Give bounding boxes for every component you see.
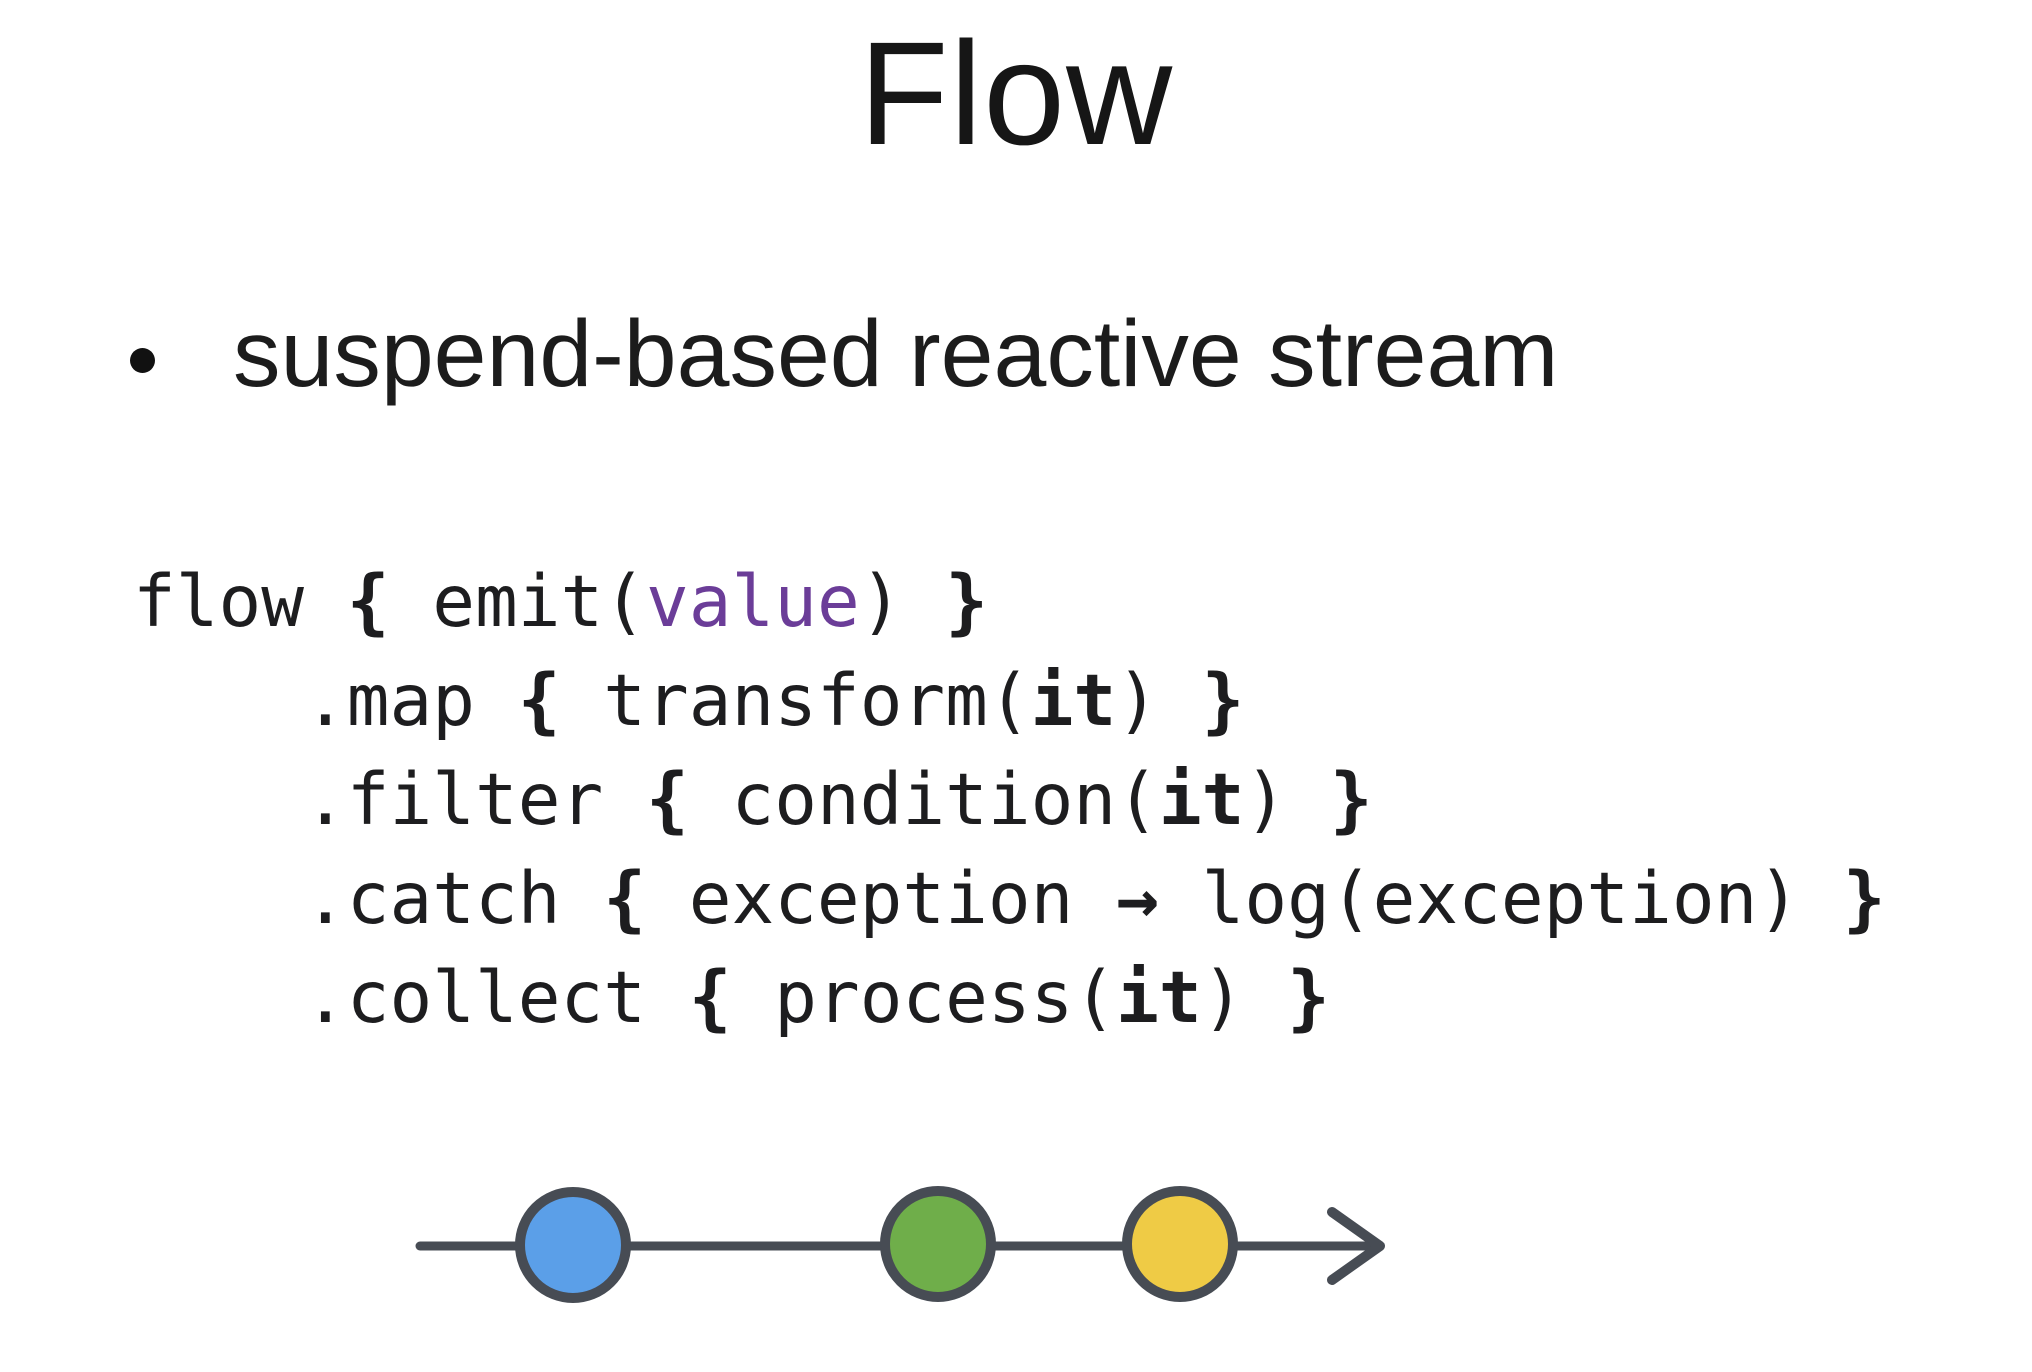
code-token: transform( [560, 659, 1031, 742]
code-token: ) [859, 560, 946, 643]
code-token: } [1201, 659, 1245, 742]
code-token: ) [1116, 659, 1202, 742]
code-token: ) [1201, 956, 1288, 1039]
marble-circle-yellow [1122, 1186, 1238, 1302]
code-token: emit( [389, 560, 646, 643]
code-token: { [603, 857, 646, 940]
code-token: log(exception) [1158, 857, 1843, 940]
code-token: { [346, 560, 390, 643]
code-token: → [1116, 857, 1159, 940]
bullet-text: suspend-based reactive stream [233, 301, 1559, 407]
code-token: } [1287, 956, 1330, 1039]
bullet-item: suspend-based reactive stream [130, 300, 1558, 409]
code-token: it [1158, 758, 1245, 841]
code-token: flow [133, 560, 347, 643]
code-token: exception [645, 857, 1117, 940]
bullet-marker-icon [130, 348, 155, 373]
code-token: it [1030, 659, 1117, 742]
arrow-head-icon [1327, 1207, 1385, 1285]
code-token: condition( [688, 758, 1159, 841]
code-block: flow { emit(value) } .map { transform(it… [133, 552, 1886, 1047]
slide-title: Flow [858, 12, 1174, 176]
code-token: } [1329, 758, 1373, 841]
code-token: { [688, 956, 732, 1039]
code-line: flow { emit(value) } [133, 552, 1886, 651]
code-line: .catch { exception → log(exception) } [133, 849, 1886, 948]
code-token: { [645, 758, 689, 841]
code-line: .map { transform(it) } [133, 651, 1886, 750]
code-token: it [1116, 956, 1202, 1039]
code-line: .filter { condition(it) } [133, 750, 1886, 849]
code-token: ) [1244, 758, 1330, 841]
code-token: value [645, 560, 860, 643]
code-token: } [1842, 857, 1886, 940]
marble-diagram [415, 1186, 1385, 1303]
code-token: .filter [133, 758, 646, 841]
code-token: process( [731, 956, 1117, 1039]
code-line: .collect { process(it) } [133, 948, 1886, 1047]
code-token: .collect [133, 956, 689, 1039]
code-token: { [517, 659, 561, 742]
marble-circle-blue [515, 1187, 631, 1303]
code-token: .map [133, 659, 518, 742]
marble-circle-green [880, 1186, 996, 1302]
code-token: .catch [133, 857, 604, 940]
code-token: } [945, 560, 988, 643]
